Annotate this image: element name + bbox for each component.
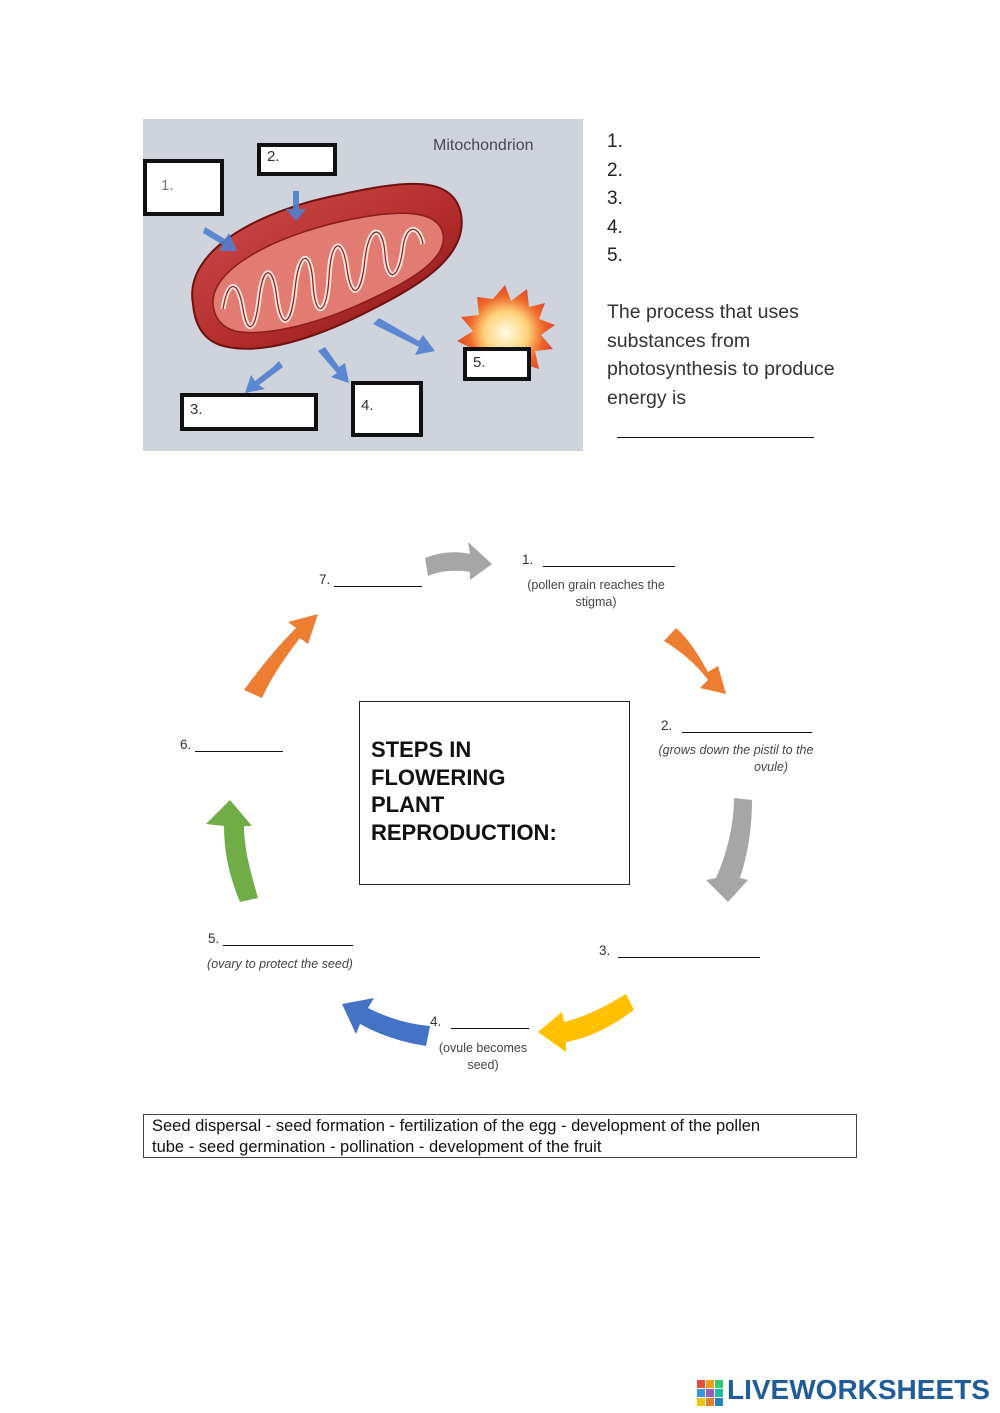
hint-line: (grows down the pistil to the [658, 743, 814, 757]
step-6-answer-line[interactable] [195, 751, 284, 752]
cycle-step-5: 5. [208, 931, 354, 946]
cycle-step-4: 4. [430, 1014, 530, 1029]
arrow-grey-right [706, 798, 752, 902]
word-bank: Seed dispersal - seed formation - fertil… [143, 1114, 857, 1158]
hint-line: seed) [467, 1058, 499, 1072]
label-box-2[interactable]: 2. [257, 143, 337, 176]
cycle-title-line: STEPS IN [371, 737, 472, 762]
step-number: 2. [661, 718, 673, 733]
step-4-hint: (ovule becomes seed) [424, 1040, 542, 1074]
step-number: 5. [208, 931, 220, 946]
step-5-answer-line[interactable] [223, 945, 354, 946]
step-3-answer-line[interactable] [618, 957, 761, 958]
cycle-step-1: 1. [522, 552, 676, 567]
cycle-step-2: 2. [661, 718, 813, 733]
label-box-4[interactable]: 4. [351, 381, 423, 437]
blue-arrows [203, 191, 435, 393]
mitochondrion-figure: Mitochondrion 1. 2. 3. 4. 5. [143, 119, 583, 451]
step-number: 4. [430, 1014, 442, 1029]
hint-line: (ovule becomes [438, 1041, 528, 1055]
answer-item-1[interactable]: 1. [607, 131, 623, 152]
word-bank-line: Seed dispersal - seed formation - fertil… [152, 1117, 761, 1135]
label-box-5[interactable]: 5. [463, 347, 531, 381]
answer-item-3[interactable]: 3. [607, 188, 623, 209]
label-box-number: 2. [267, 148, 280, 165]
hint-line: (pollen grain reaches the [527, 578, 665, 592]
answer-item-2[interactable]: 2. [607, 159, 623, 181]
label-box-number: 3. [190, 401, 203, 418]
hint-line: stigma) [575, 595, 617, 609]
answer-item-5[interactable]: 5. [607, 245, 623, 266]
step-1-hint: (pollen grain reaches the stigma) [510, 577, 682, 611]
process-question: The process that uses substances from ph… [607, 301, 835, 409]
step-1-answer-line[interactable] [543, 566, 676, 567]
word-bank-line: tube - seed germination - pollination - … [152, 1138, 602, 1156]
step-number: 7. [319, 572, 331, 587]
process-answer-line[interactable] [617, 437, 814, 438]
arrow-green [206, 800, 258, 902]
answer-list: 1. 2. 3. 4. 5. [607, 128, 623, 271]
arrow-orange-right [664, 628, 726, 694]
step-7-answer-line[interactable] [334, 586, 423, 587]
label-box-1[interactable]: 1. [143, 159, 224, 216]
hint-line: ovule) [753, 760, 789, 774]
mitochondrion-title: Mitochondrion [433, 137, 534, 154]
step-number: 1. [522, 552, 534, 567]
label-box-number: 5. [473, 354, 486, 371]
step-2-answer-line[interactable] [682, 732, 813, 733]
answer-item-4[interactable]: 4. [607, 216, 623, 238]
label-box-number: 4. [361, 397, 374, 414]
logo-text: LIVEWORKSHEETS [727, 1374, 990, 1405]
cycle-title-line: PLANT [371, 792, 445, 817]
cycle-title-line: FLOWERING [371, 764, 506, 790]
arrow-blue [342, 998, 430, 1046]
label-box-3[interactable]: 3. [180, 393, 318, 431]
arrow-grey-top [425, 542, 492, 580]
step-2-hint: (grows down the pistil to the ovule) [638, 742, 834, 776]
cycle-arrows [206, 542, 752, 1052]
cycle-title-box: STEPS IN FLOWERING PLANT REPRODUCTION: [359, 701, 630, 885]
arrow-orange-left [244, 614, 318, 698]
cycle-step-6: 6. [180, 737, 284, 752]
step-5-hint: (ovary to protect the seed) [207, 957, 353, 971]
cycle-step-3: 3. [599, 943, 761, 958]
logo-icon [697, 1380, 723, 1406]
label-box-number: 1. [161, 177, 174, 194]
cycle-title-line: REPRODUCTION: [371, 819, 557, 845]
step-4-answer-line[interactable] [451, 1028, 530, 1029]
cycle-step-7: 7. [319, 572, 423, 587]
step-number: 6. [180, 737, 192, 752]
step-number: 3. [599, 943, 611, 958]
arrow-yellow [538, 994, 634, 1052]
cycle-title: STEPS IN FLOWERING PLANT REPRODUCTION: [371, 736, 557, 846]
